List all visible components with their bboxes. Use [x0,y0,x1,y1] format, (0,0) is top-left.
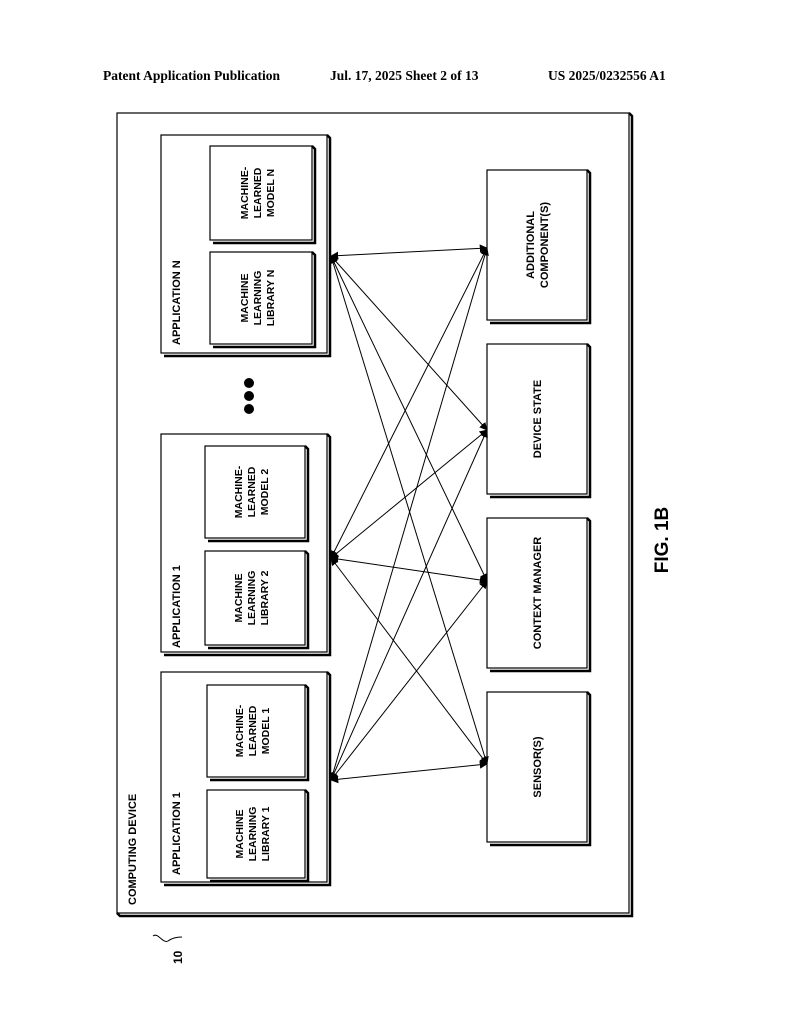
additional-components-line-2: COMPONENT(S) [539,202,551,289]
date-sheet-label: Jul. 17, 2025 Sheet 2 of 13 [330,68,479,83]
figure-label: FIG. 1B [652,507,673,574]
ml-library-box: MACHINE LEARNING LIBRARY N [209,251,317,349]
additional-components-box: ADDITIONAL COMPONENT(S) [486,169,592,325]
reference-numeral: 10 [171,950,185,964]
ml-library-line-2: LEARNING [252,271,264,326]
connection-arrows [329,244,489,784]
patent-number: US 2025/0232556 A1 [548,68,666,83]
ml-library-line-1: MACHINE [234,810,246,859]
reference-leader [152,934,183,942]
context-manager-label: CONTEXT MANAGER [532,537,544,650]
ml-library-line-2: LEARNING [246,571,258,626]
context-manager-box: CONTEXT MANAGER [486,517,592,673]
ml-library-line-1: MACHINE [239,274,251,323]
ml-model-line-2: LEARNED [252,167,264,218]
connector-app3-comp4 [330,244,488,260]
ml-library-line-3: LIBRARY 1 [260,806,272,861]
ml-model-line-1: MACHINE- [239,166,251,219]
application-title: APPLICATION 1 [171,792,183,875]
application-block-2: APPLICATION 1 MACHINE LEARNING LIBRARY 2… [160,433,332,657]
ellipsis-icon [244,378,254,414]
ml-library-line-2: LEARNING [247,807,259,862]
ml-model-line-1: MACHINE- [234,704,246,757]
ml-model-box: MACHINE- LEARNED MODEL 2 [204,445,310,543]
ml-model-box: MACHINE- LEARNED MODEL 1 [206,684,310,782]
application-block-1: APPLICATION 1 MACHINE LEARNING LIBRARY 1… [160,671,332,887]
ml-library-line-3: LIBRARY 2 [259,570,271,625]
page-header: Patent Application Publication Jul. 17, … [0,68,794,88]
ml-library-line-1: MACHINE [233,574,245,623]
ml-library-box: MACHINE LEARNING LIBRARY 1 [206,789,310,883]
application-title: APPLICATION 1 [171,565,183,648]
application-block-n: APPLICATION N MACHINE LEARNING LIBRARY N… [160,134,332,358]
additional-components-line-1: ADDITIONAL [525,211,537,279]
ml-model-line-3: MODEL 2 [259,469,271,516]
ml-model-line-3: MODEL N [265,169,277,217]
ml-library-box: MACHINE LEARNING LIBRARY 2 [204,550,310,650]
device-state-label: DEVICE STATE [532,380,544,458]
ml-model-line-2: LEARNED [246,466,258,517]
ml-model-line-2: LEARNED [247,705,259,756]
device-state-box: DEVICE STATE [486,343,592,499]
ml-library-line-3: LIBRARY N [265,270,277,327]
ml-model-line-3: MODEL 1 [260,708,272,755]
ml-model-line-1: MACHINE- [233,465,245,518]
application-title: APPLICATION N [171,260,183,345]
computing-device-label: COMPUTING DEVICE [127,794,139,905]
sensors-label: SENSOR(S) [532,736,544,797]
connector-app3-comp3 [330,255,488,431]
sensors-box: SENSOR(S) [486,691,592,847]
publication-label: Patent Application Publication [103,68,281,83]
ml-model-box: MACHINE- LEARNED MODEL N [209,145,317,245]
